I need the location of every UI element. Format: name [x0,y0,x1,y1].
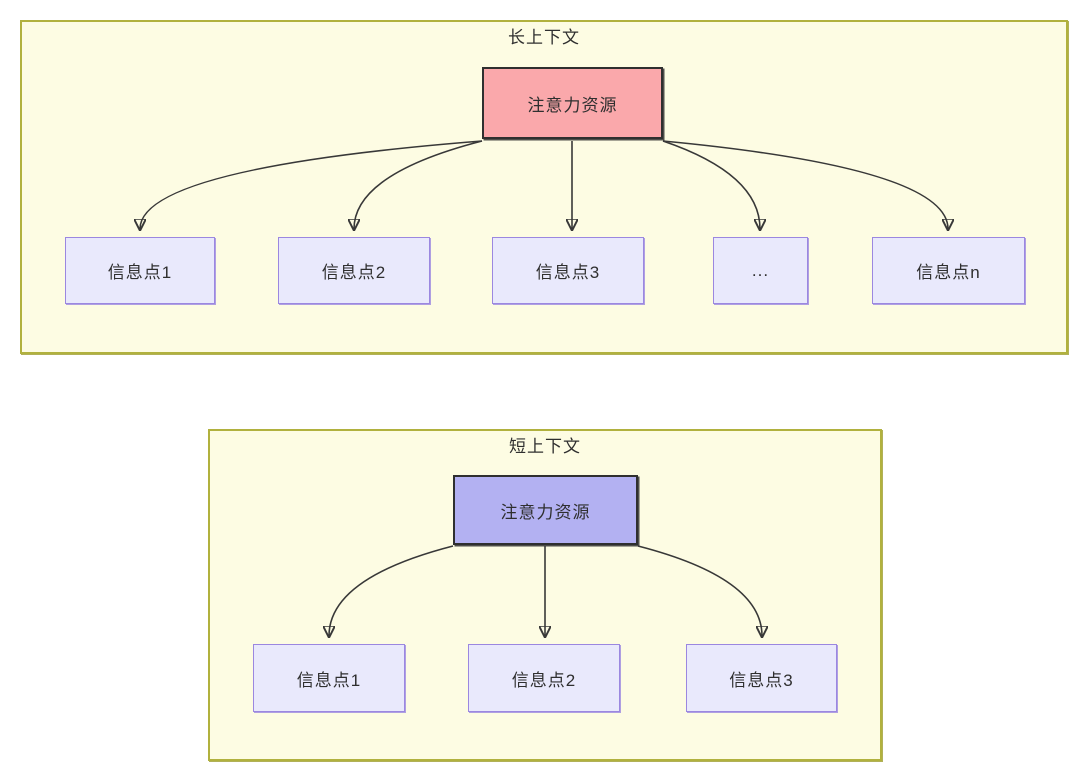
attention-box-short: 注意力资源 [453,475,638,545]
info-box-long-3: 信息点3 [492,237,644,304]
info-box-short-2: 信息点2 [468,644,620,712]
short-context-title: 短上下文 [509,437,581,456]
info-box-short-3: 信息点3 [686,644,837,712]
info-box-short-3-label: 信息点3 [729,670,794,690]
attention-box-long: 注意力资源 [482,67,663,139]
info-box-long-2-label: 信息点2 [321,263,387,282]
info-box-long-ellipsis: ... [713,237,808,304]
attention-box-short-label: 注意力资源 [500,502,591,522]
info-box-long-2: 信息点2 [278,237,430,304]
info-box-short-2-label: 信息点2 [511,670,577,690]
info-box-long-1-label: 信息点1 [107,263,173,282]
info-box-short-1: 信息点1 [253,644,405,712]
info-box-long-3-label: 信息点3 [535,263,601,282]
info-box-long-ellipsis-label: ... [751,260,770,280]
info-box-long-1: 信息点1 [65,237,215,304]
info-box-short-1-label: 信息点1 [296,670,362,690]
long-context-title: 长上下文 [508,28,580,47]
info-box-long-n-label: 信息点n [916,263,981,282]
attention-box-long-label: 注意力资源 [527,95,618,115]
info-box-long-n: 信息点n [872,237,1025,304]
